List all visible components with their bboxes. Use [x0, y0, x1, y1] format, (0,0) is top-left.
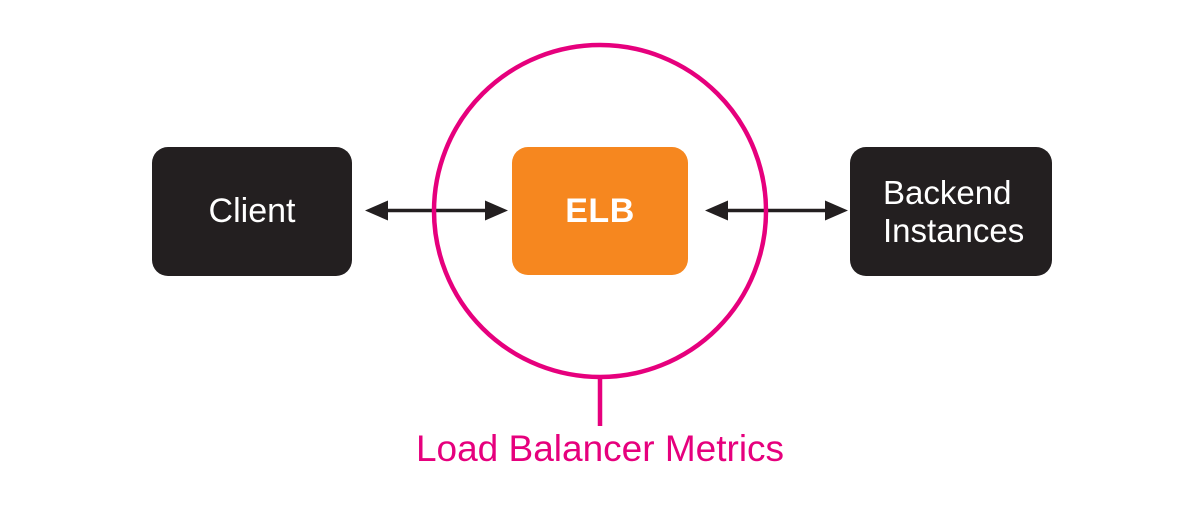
- node-client-label: Client: [208, 192, 296, 230]
- arrow-client-elb: [365, 200, 508, 221]
- arrow-elb-backend: [705, 200, 848, 221]
- node-backend-instances: Backend Instances: [850, 147, 1052, 276]
- node-client: Client: [152, 147, 352, 276]
- node-backend-label: Backend Instances: [883, 173, 1025, 249]
- node-elb-label: ELB: [565, 191, 635, 230]
- node-elb: ELB: [512, 147, 688, 275]
- diagram-caption: Load Balancer Metrics: [415, 428, 785, 469]
